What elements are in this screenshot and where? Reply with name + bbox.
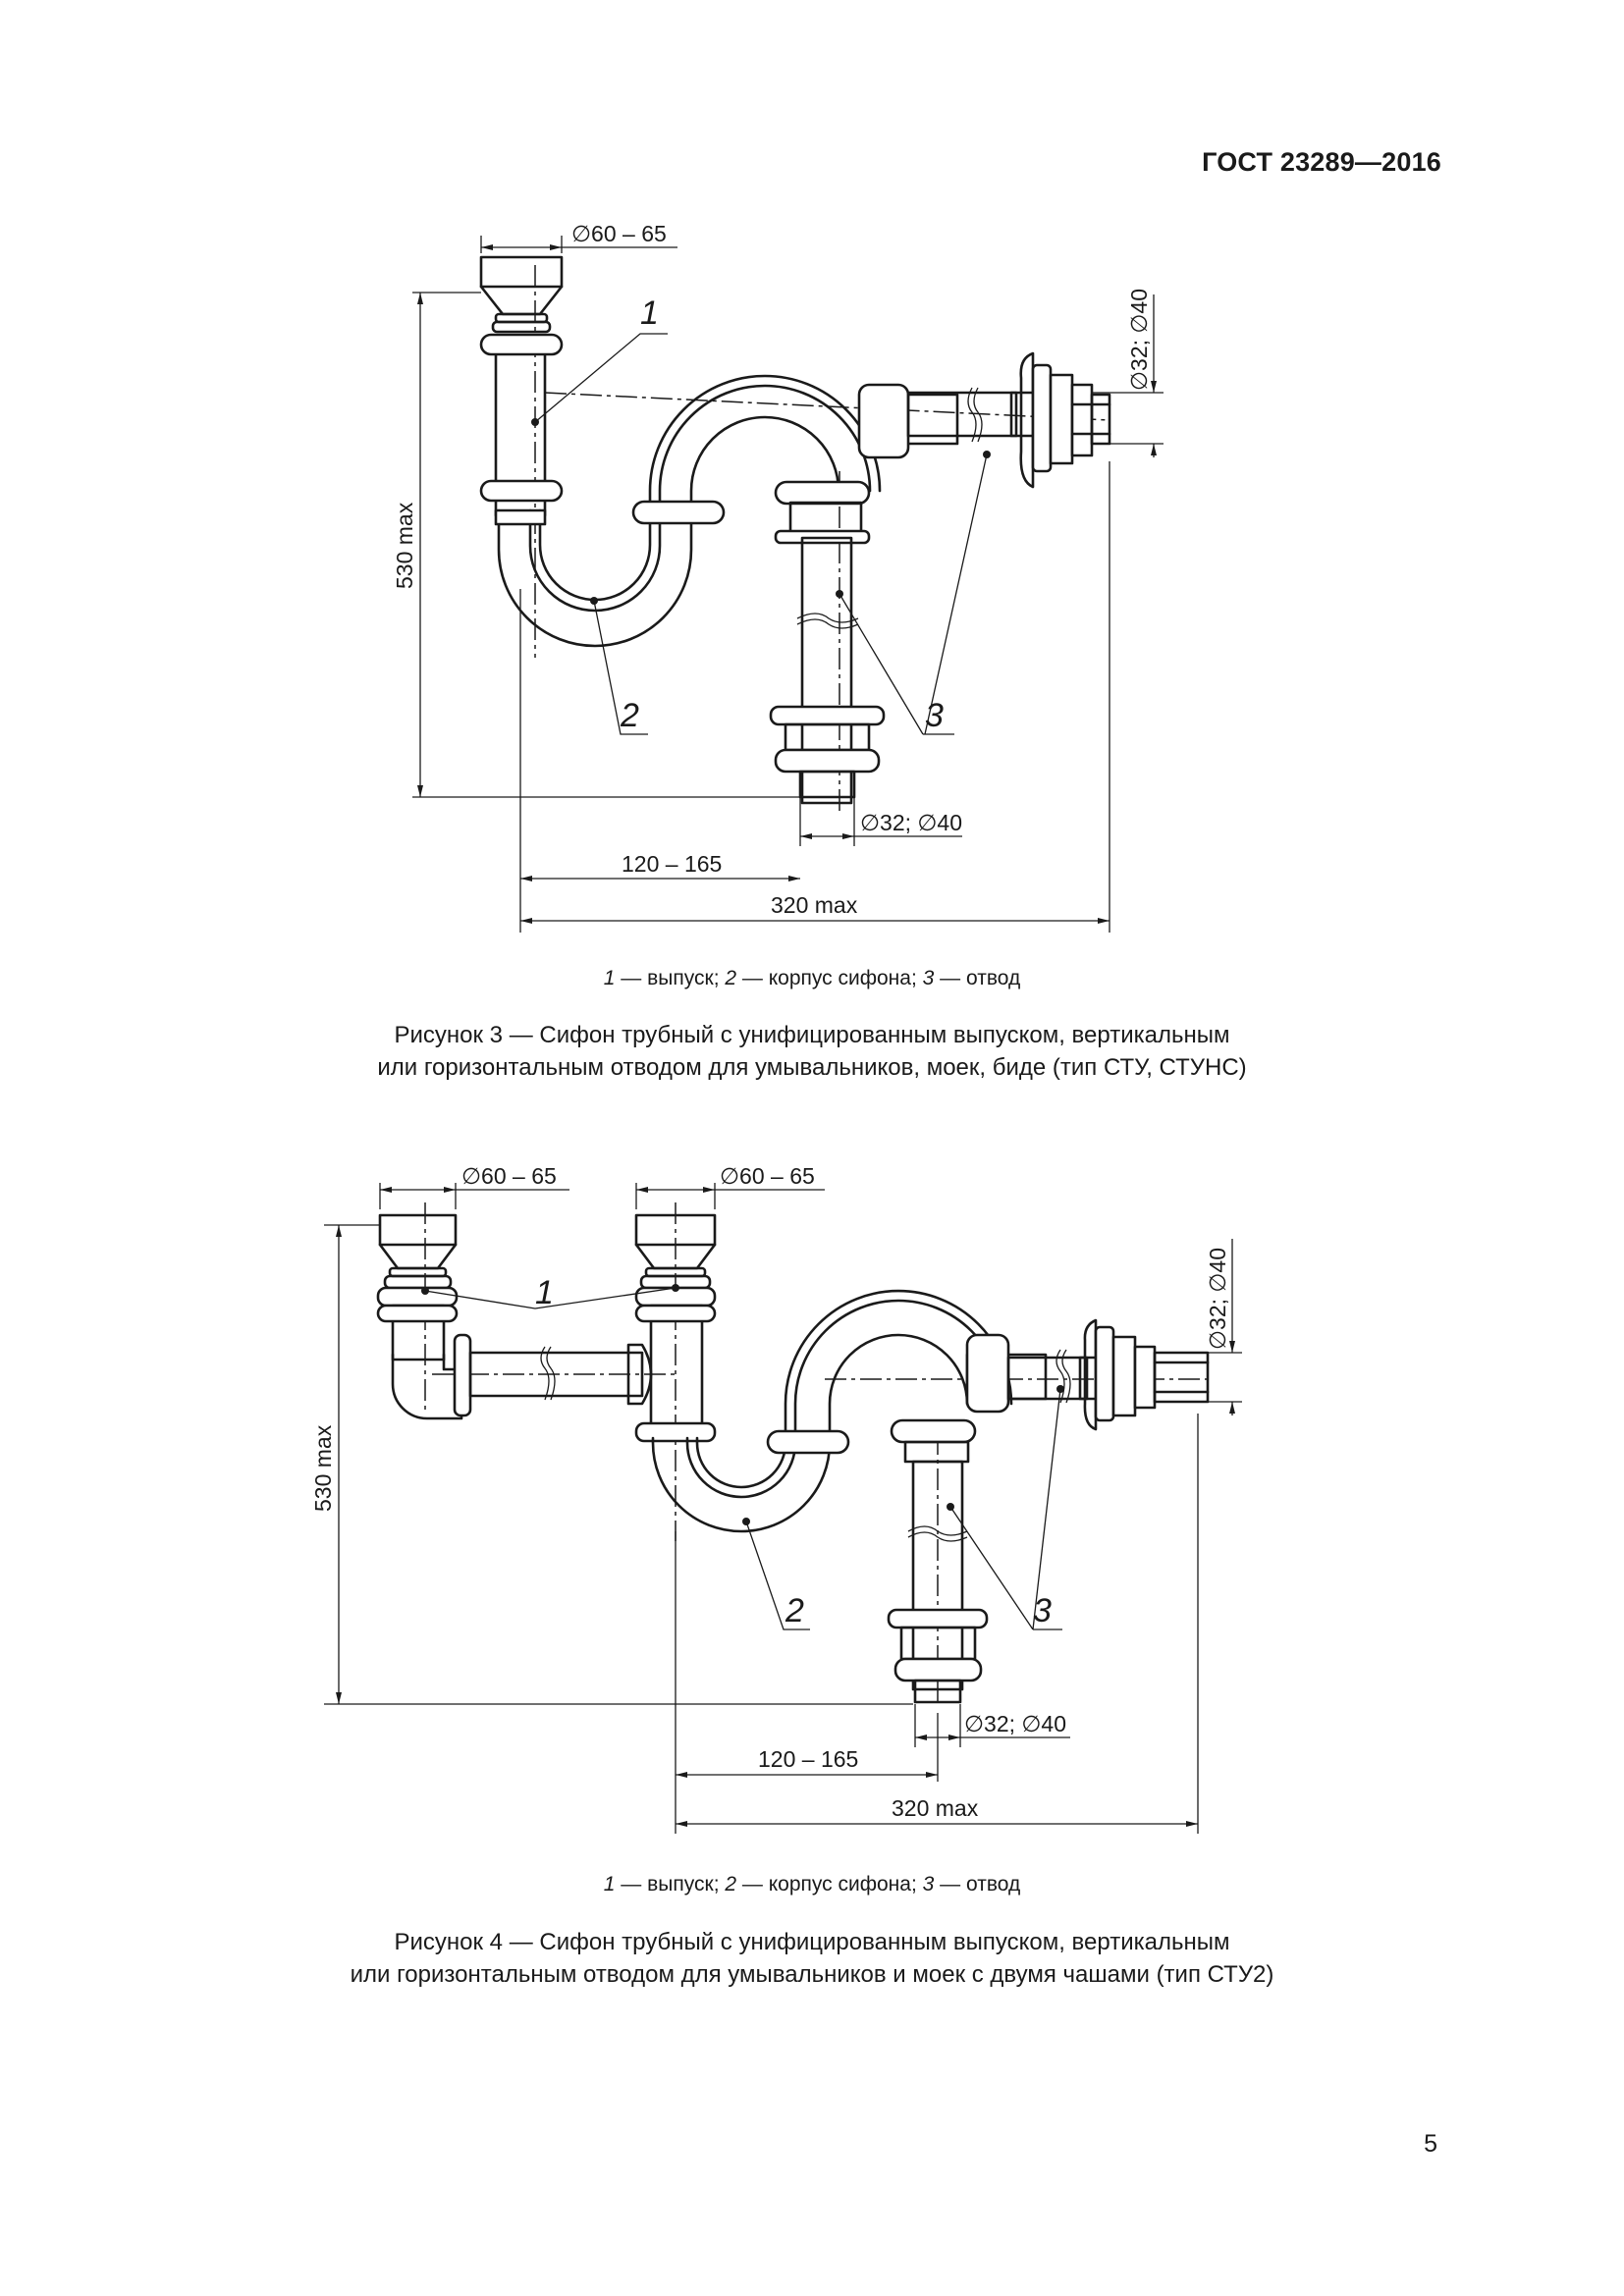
- fig4-dim-height: 530 max: [310, 1424, 336, 1512]
- fig3-dim-vertical: ∅32; ∅40: [860, 810, 962, 835]
- page-number: 5: [1424, 2130, 1437, 2158]
- fig3-dim-height: 530 max: [392, 502, 417, 589]
- fig3-dim-horizontal: ∅32; ∅40: [1126, 289, 1152, 391]
- figure-3-drawing: 1 2 3 ∅60 – 65 530 max ∅32; ∅40 ∅32; ∅40…: [392, 221, 1164, 933]
- figure-3-legend: 1 — выпуск; 2 — корпус сифона; 3 — отвод: [603, 967, 1021, 989]
- fig3-part-2: 2: [620, 697, 639, 734]
- fig4-dim-inlet-right: ∅60 – 65: [720, 1163, 815, 1189]
- fig4-dim-offset: 120 – 165: [758, 1746, 858, 1772]
- fig4-part-1: 1: [535, 1274, 554, 1311]
- figure-3-caption: Рисунок 3 — Сифон трубный с унифицирован…: [377, 1022, 1247, 1081]
- fig3-part-1: 1: [640, 294, 659, 332]
- fig4-dim-horizontal: ∅32; ∅40: [1205, 1248, 1230, 1350]
- figure-4-legend: 1 — выпуск; 2 — корпус сифона; 3 — отвод: [603, 1873, 1021, 1896]
- fig3-part-3: 3: [925, 697, 944, 734]
- fig4-dim-inlet-left: ∅60 – 65: [461, 1163, 557, 1189]
- fig3-dim-inlet: ∅60 – 65: [571, 221, 667, 246]
- fig4-part-2: 2: [785, 1592, 804, 1629]
- fig4-dim-vertical: ∅32; ∅40: [964, 1711, 1066, 1736]
- fig4-part-3: 3: [1033, 1592, 1052, 1629]
- fig3-dim-offset: 120 – 165: [622, 851, 722, 877]
- figure-4-drawing: 1 2 3 ∅60 – 65 ∅60 – 65 530 max ∅32; ∅40…: [310, 1163, 1242, 1834]
- figure-4-caption: Рисунок 4 — Сифон трубный с унифицирован…: [350, 1929, 1274, 1988]
- fig3-dim-width: 320 max: [771, 892, 858, 918]
- fig4-dim-width: 320 max: [892, 1795, 979, 1821]
- document-standard-number: ГОСТ 23289—2016: [1202, 147, 1441, 177]
